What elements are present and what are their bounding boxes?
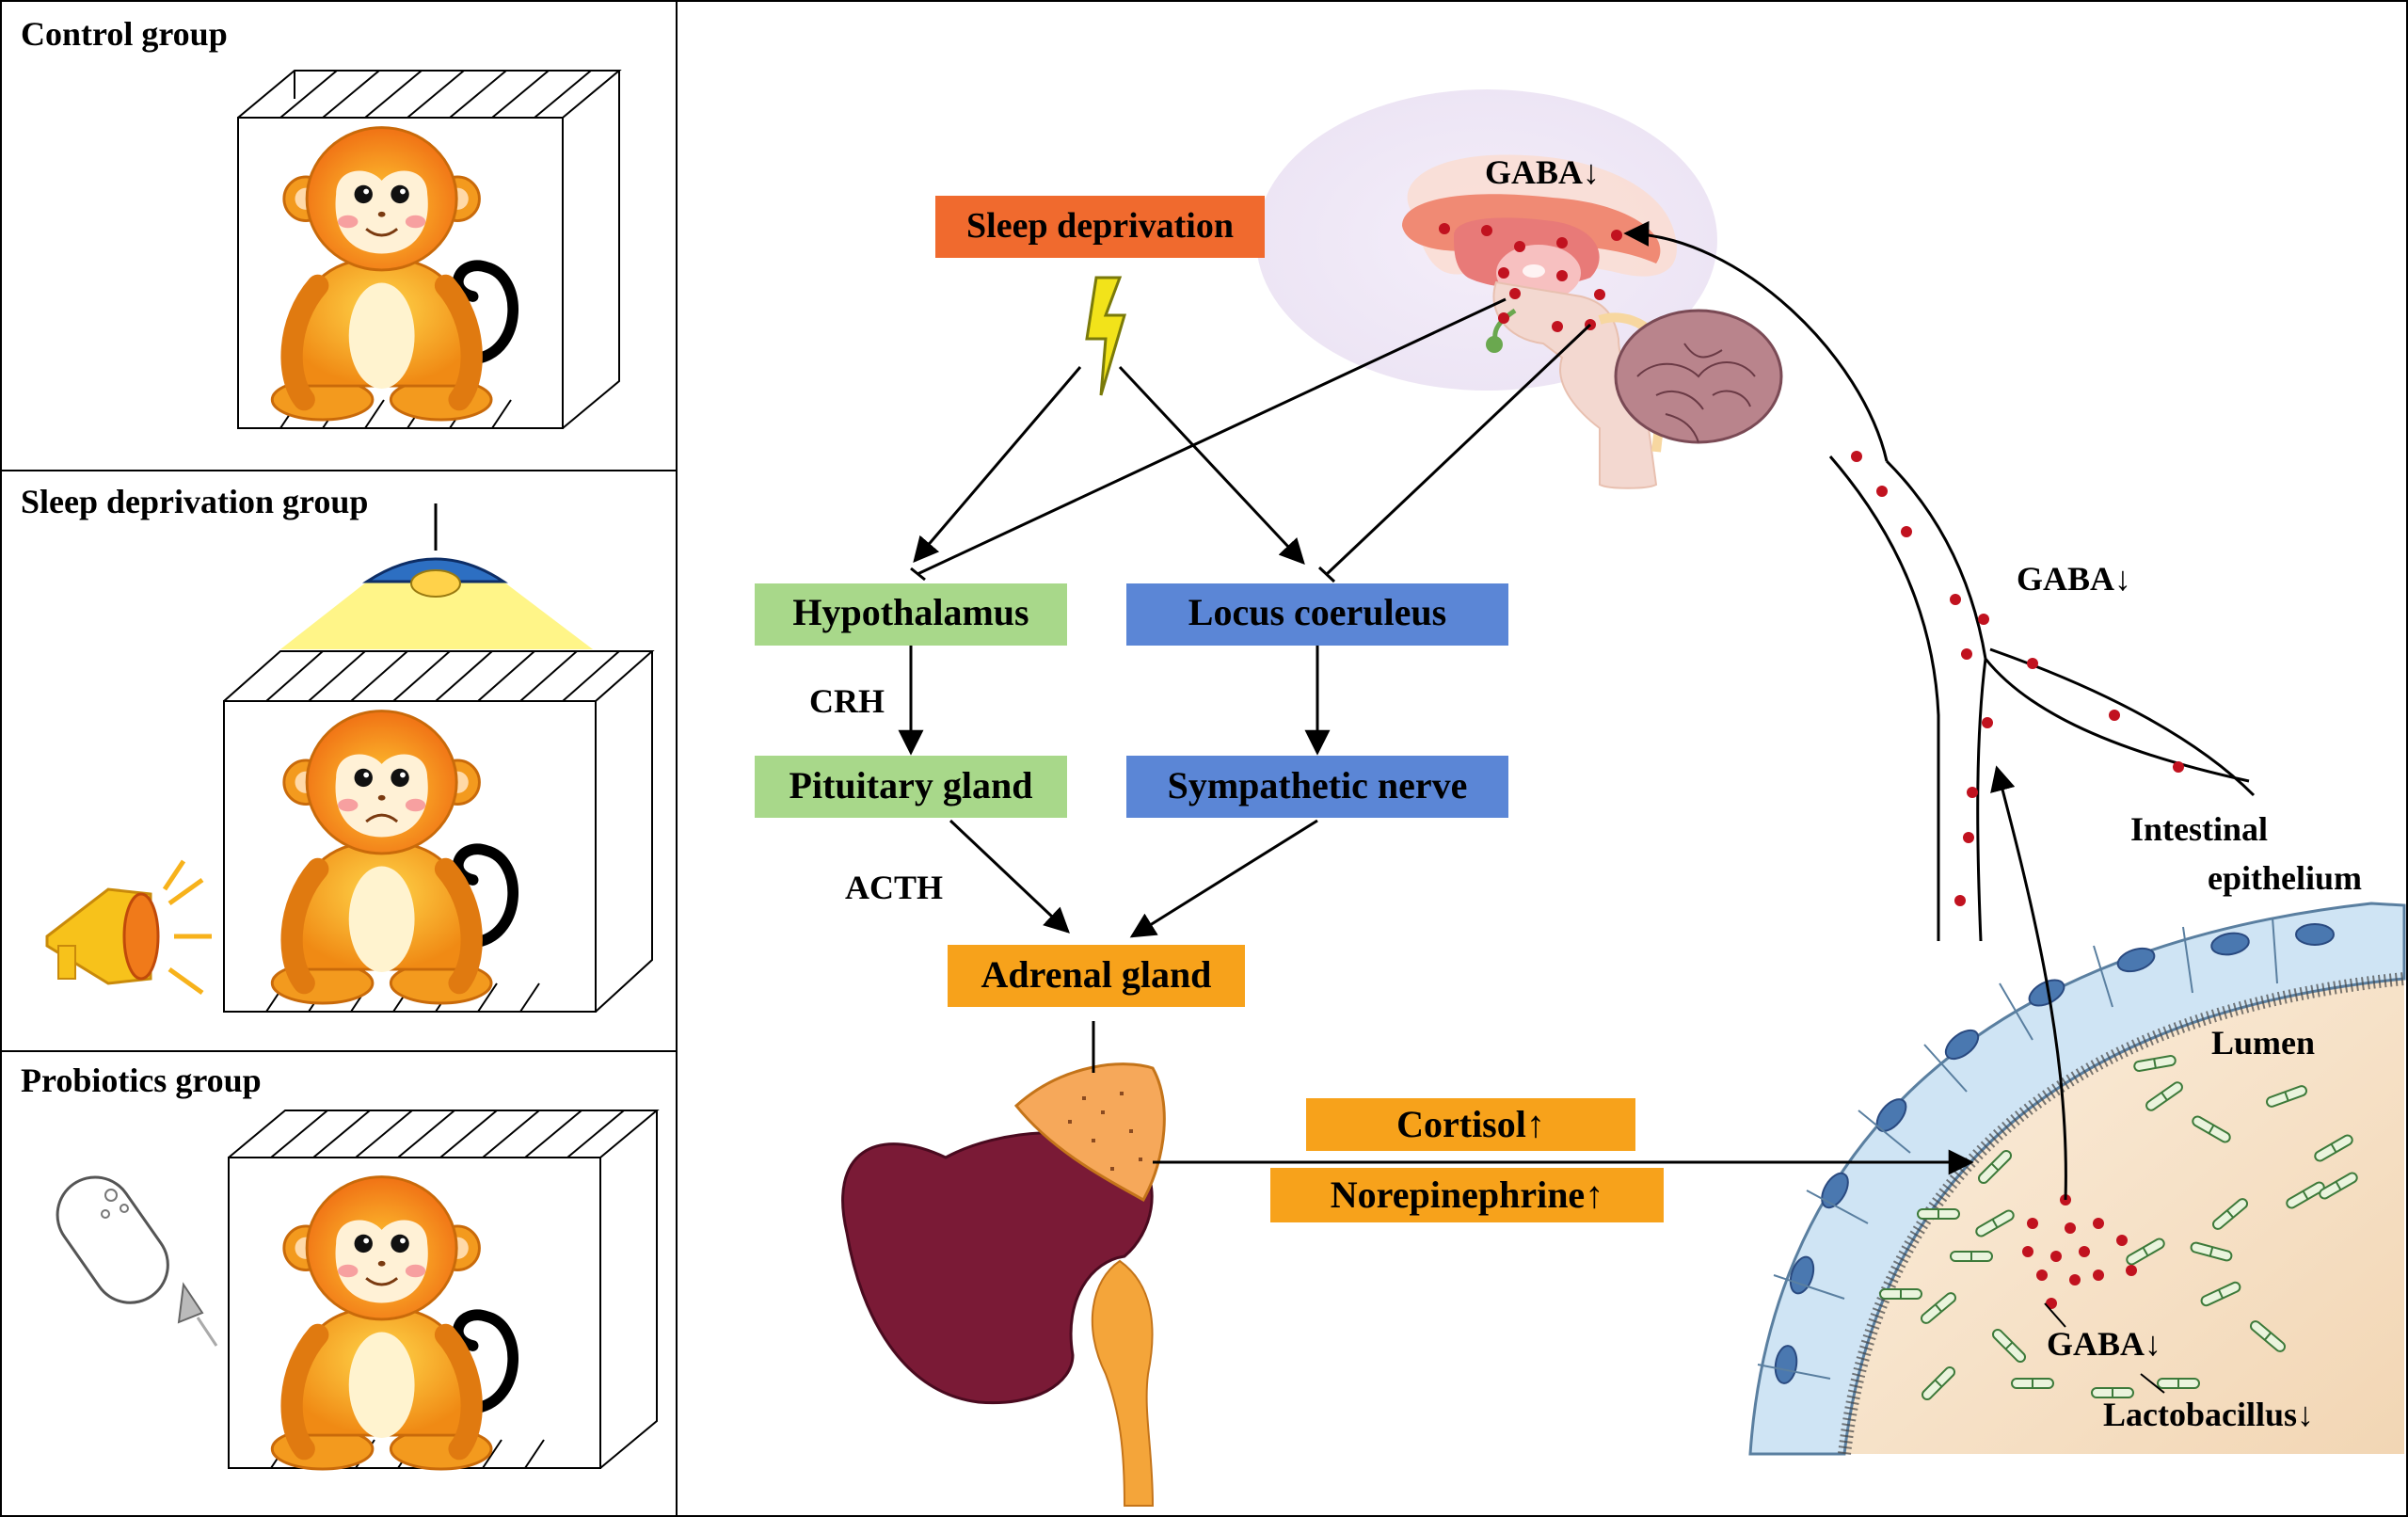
sleep-monkey bbox=[272, 711, 513, 1003]
gaba-brain-label: GABA↓ bbox=[1485, 153, 1600, 191]
arrow-sd-to-locus bbox=[1118, 365, 1305, 565]
lamp-icon bbox=[280, 503, 593, 649]
lumen-label: Lumen bbox=[2211, 1024, 2315, 1062]
lightning-icon bbox=[1085, 276, 1127, 396]
arrow-sd-to-hypothalamus bbox=[913, 366, 1082, 564]
flow-arrows bbox=[898, 220, 2067, 1201]
hypothalamus-text: Hypothalamus bbox=[792, 591, 1029, 633]
megaphone-icon bbox=[45, 859, 212, 996]
intestine-section bbox=[1748, 902, 2406, 1456]
control-cage bbox=[237, 70, 622, 429]
acth-label: ACTH bbox=[845, 869, 943, 906]
pituitary-box: Pituitary gland bbox=[755, 756, 1067, 818]
arrow-pituitary-to-adrenal bbox=[949, 819, 1070, 934]
inhibit-brain-to-locus bbox=[1325, 323, 1592, 576]
inhibit-brain-to-hypothalamus bbox=[917, 297, 1507, 576]
arrow-lumen-to-nerve bbox=[1990, 765, 2067, 1201]
nerve-gaba-dots bbox=[1851, 451, 2184, 906]
sympathetic-box: Sympathetic nerve bbox=[1126, 756, 1508, 818]
control-monkey bbox=[272, 128, 513, 420]
hypothalamus-box: Hypothalamus bbox=[755, 583, 1067, 646]
norepinephrine-text: Norepinephrine↑ bbox=[1331, 1174, 1603, 1216]
epithelium-label: epithelium bbox=[2208, 859, 2362, 897]
probiotics-group-title: Probiotics group bbox=[21, 1062, 262, 1099]
cortisol-box: Cortisol↑ bbox=[1306, 1098, 1635, 1151]
sympathetic-text: Sympathetic nerve bbox=[1168, 764, 1468, 806]
intestinal-label: Intestinal bbox=[2130, 810, 2268, 848]
adrenal-text: Adrenal gland bbox=[981, 953, 1212, 996]
brain-illustration bbox=[1256, 89, 1783, 489]
gaba-nerve-label: GABA↓ bbox=[2017, 560, 2131, 598]
vagus-nerve bbox=[1828, 455, 2256, 942]
sleep-group-title: Sleep deprivation group bbox=[21, 483, 368, 520]
lactobacillus-label: Lactobacillus↓ bbox=[2103, 1396, 2314, 1433]
crh-label: CRH bbox=[809, 682, 885, 720]
feeding-tube-icon bbox=[56, 1175, 218, 1347]
adrenal-box: Adrenal gland bbox=[948, 945, 1245, 1007]
gaba-gut-label: GABA↓ bbox=[2047, 1325, 2161, 1363]
probiotics-monkey bbox=[272, 1177, 513, 1469]
locus-coeruleus-text: Locus coeruleus bbox=[1188, 591, 1446, 633]
sleep-deprivation-box: Sleep deprivation bbox=[935, 196, 1265, 258]
arrow-gut-to-brain bbox=[1623, 220, 1889, 462]
cortisol-text: Cortisol↑ bbox=[1396, 1103, 1545, 1145]
locus-coeruleus-box: Locus coeruleus bbox=[1126, 583, 1508, 646]
sleep-deprivation-text: Sleep deprivation bbox=[966, 206, 1234, 246]
pituitary-text: Pituitary gland bbox=[789, 764, 1033, 806]
control-group-title: Control group bbox=[21, 15, 228, 53]
norepinephrine-box: Norepinephrine↑ bbox=[1270, 1168, 1664, 1222]
arrow-sympathetic-to-adrenal bbox=[1129, 819, 1318, 938]
kidney-illustration bbox=[841, 1021, 1166, 1507]
